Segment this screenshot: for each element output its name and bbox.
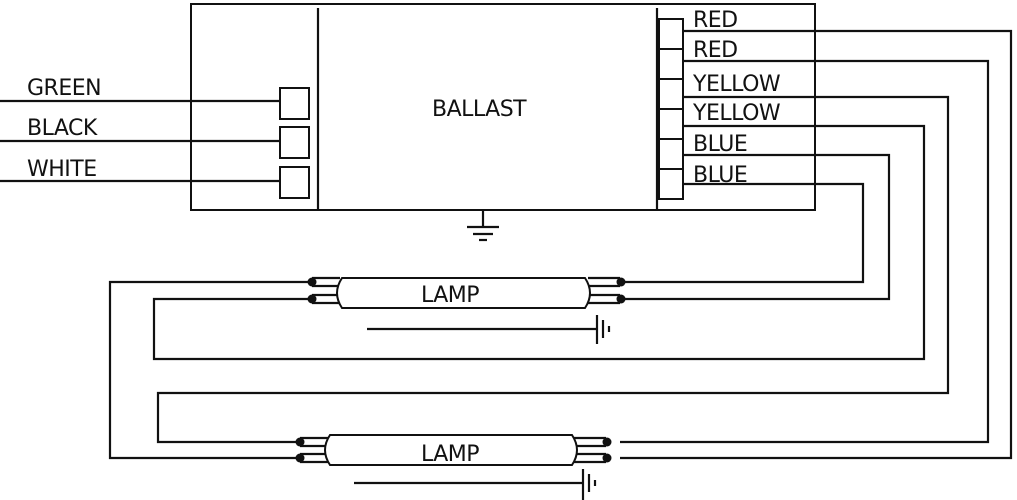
input-wire-black: BLACK bbox=[0, 116, 310, 159]
wire-red-1 bbox=[620, 29, 1013, 460]
wire-lamp-jumper bbox=[108, 280, 312, 460]
lamp-1: LAMP bbox=[307, 276, 626, 309]
wire-yellow-2 bbox=[152, 124, 926, 361]
input-wire-label: WHITE bbox=[27, 157, 97, 182]
ballast-ground-icon bbox=[467, 210, 499, 242]
wire-red-2 bbox=[620, 59, 990, 444]
lamp-tube bbox=[324, 434, 578, 466]
output-wire-label-red-1: RED bbox=[693, 8, 738, 33]
input-wire-white: WHITE bbox=[0, 157, 310, 199]
wire-yellow-1 bbox=[156, 95, 950, 444]
lamp-label: LAMP bbox=[421, 442, 479, 467]
input-wire-green: GREEN bbox=[0, 76, 310, 120]
input-terminal bbox=[279, 166, 310, 199]
lamp-2: LAMP bbox=[295, 434, 612, 467]
ballast-label: BALLAST bbox=[432, 97, 527, 122]
lamp-label: LAMP bbox=[421, 283, 479, 308]
output-wire-label-yellow-1: YELLOW bbox=[692, 72, 781, 97]
input-wire-label: GREEN bbox=[27, 76, 101, 101]
output-terminal-strip bbox=[658, 18, 684, 200]
wire-blue-2 bbox=[624, 182, 865, 284]
input-terminal bbox=[279, 126, 310, 159]
wire-blue-1 bbox=[624, 153, 891, 301]
output-wire-label-yellow-2: YELLOW bbox=[692, 101, 781, 126]
output-wire-label-blue-1: BLUE bbox=[693, 132, 747, 157]
input-wire-label: BLACK bbox=[27, 116, 98, 141]
lamp-1-ground-icon bbox=[367, 315, 611, 344]
output-wire-label-red-2: RED bbox=[693, 38, 738, 63]
input-terminal bbox=[279, 87, 310, 120]
lamp-2-ground-icon bbox=[354, 469, 597, 500]
lamp-tube bbox=[336, 277, 591, 309]
